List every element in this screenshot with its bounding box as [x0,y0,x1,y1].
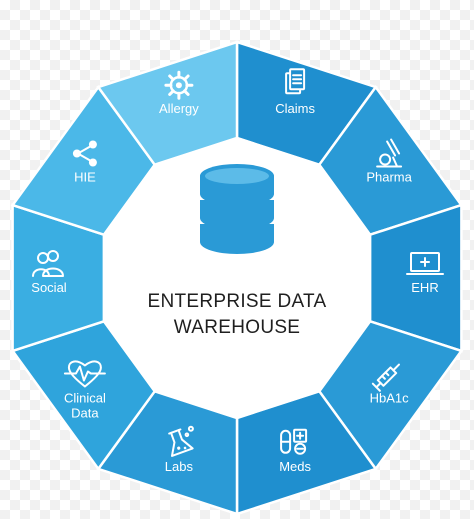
center-panel: ENTERPRISE DATA WAREHOUSE [102,136,372,420]
segment-label: Labs [165,459,194,474]
users-icon [32,250,64,277]
center-decagon [102,136,372,420]
center-title-line2: WAREHOUSE [174,317,301,338]
flask-icon [168,425,194,457]
share-icon [72,140,97,167]
pills-icon [280,428,308,455]
segment-label: HbA1c [370,391,410,406]
segment-allergy: Allergy [96,40,239,167]
database-icon [200,164,274,254]
segment-label: Meds [279,459,311,474]
segment-label: HIE [74,170,96,185]
segment-label: Claims [275,101,315,116]
virus-icon [164,70,194,100]
segment-label: EHR [411,280,438,295]
segment-label: Social [31,280,67,295]
center-title-line1: ENTERPRISE DATA [147,291,326,312]
microscope-icon [376,138,403,168]
segment-social: Social [11,203,106,353]
segment-meds: Meds [235,389,378,516]
document-icon [285,68,306,95]
segment-label: Pharma [366,170,412,185]
segment-label: Allergy [159,101,199,116]
syringe-icon [371,363,400,392]
heart-pulse-icon [63,360,106,388]
laptop-icon [406,252,444,275]
